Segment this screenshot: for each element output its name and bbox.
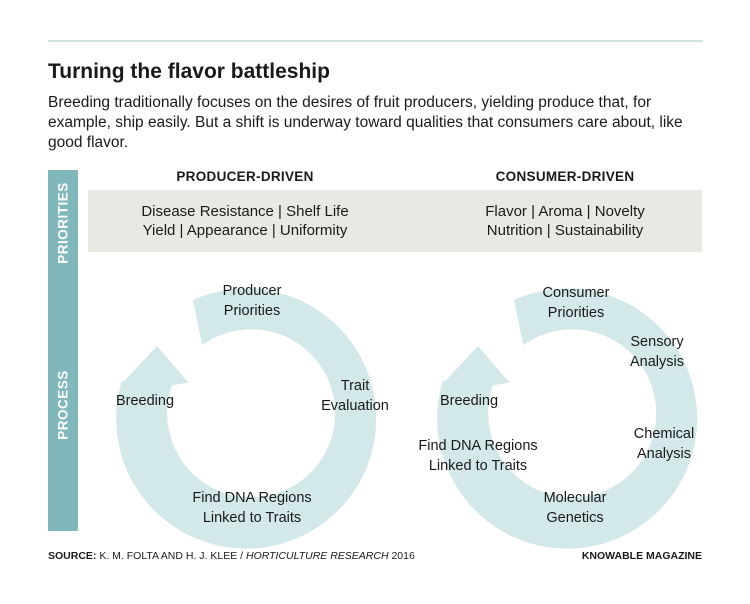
consumer-priorities-line-1: Flavor | Aroma | Novelty — [485, 203, 645, 220]
consumer-step-molecular-genetics-line-1: Molecular — [543, 490, 607, 506]
consumer-step-chemical-analysis-line-2: Analysis — [637, 446, 691, 462]
page-title: Turning the flavor battleship — [48, 60, 330, 83]
producer-step-find-dna-line-2: Linked to Traits — [202, 510, 302, 526]
producer-step-find-dna-line-1: Find DNA Regions — [192, 490, 312, 506]
producer-cycle-arrow — [116, 288, 377, 549]
consumer-heading: CONSUMER-DRIVEN — [495, 169, 635, 184]
publisher-credit: KNOWABLE MAGAZINE — [581, 550, 702, 562]
consumer-step-sensory-analysis-line-1: Sensory — [630, 334, 684, 350]
producer-step-priorities-line-2: Priorities — [223, 303, 281, 319]
consumer-step-molecular-genetics-line-2: Genetics — [546, 510, 604, 526]
producer-step-breeding: Breeding — [115, 393, 175, 409]
side-bar — [48, 170, 78, 531]
producer-step-priorities-line-1: Producer — [222, 283, 282, 299]
top-rule — [48, 40, 703, 42]
consumer-priorities-line-2: Nutrition | Sustainability — [486, 222, 644, 239]
producer-heading: PRODUCER-DRIVEN — [176, 169, 314, 184]
consumer-step-molecular-genetics: Molecular Genetics — [544, 488, 607, 528]
consumer-step-find-dna-line-1: Find DNA Regions — [418, 438, 538, 454]
consumer-step-priorities-line-1: Consumer — [542, 285, 610, 301]
producer-step-trait-evaluation-line-2: Evaluation — [321, 398, 389, 414]
consumer-step-priorities-line-2: Priorities — [547, 305, 605, 321]
producer-step-priorities: Producer Priorities — [223, 281, 282, 321]
producer-priorities-line-2: Yield | Appearance | Uniformity — [142, 222, 348, 239]
consumer-step-sensory-analysis-line-2: Analysis — [630, 354, 684, 370]
consumer-step-find-dna-line-2: Linked to Traits — [428, 458, 528, 474]
consumer-step-breeding: Breeding — [439, 393, 499, 409]
producer-priorities-line-1: Disease Resistance | Shelf Life — [141, 203, 349, 220]
source-prefix: SOURCE: — [48, 550, 97, 562]
producer-step-find-dna: Find DNA Regions Linked to Traits — [192, 488, 311, 528]
producer-step-trait-evaluation-line-1: Trait — [340, 378, 370, 394]
consumer-step-chemical-analysis-line-1: Chemical — [633, 426, 695, 442]
producer-step-trait-evaluation: Trait Evaluation — [321, 376, 389, 416]
consumer-step-chemical-analysis: Chemical Analysis — [634, 424, 694, 464]
consumer-step-sensory-analysis: Sensory Analysis — [630, 332, 684, 372]
consumer-step-priorities: Consumer Priorities — [543, 283, 610, 323]
consumer-step-find-dna: Find DNA Regions Linked to Traits — [418, 436, 537, 476]
priorities-band — [88, 190, 702, 252]
source-year: 2016 — [388, 550, 415, 562]
source-credit: SOURCE: K. M. FOLTA AND H. J. KLEE / HOR… — [48, 550, 415, 562]
source-journal: HORTICULTURE RESEARCH — [246, 550, 389, 562]
page-subtitle: Breeding traditionally focuses on the de… — [48, 94, 683, 151]
consumer-cycle-arrow — [437, 288, 698, 549]
source-authors: K. M. FOLTA AND H. J. KLEE / — [96, 550, 246, 562]
